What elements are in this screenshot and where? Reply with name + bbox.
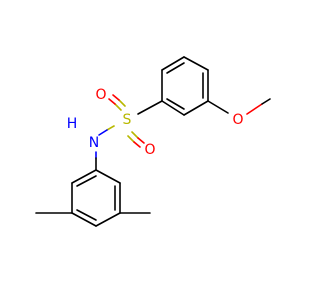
nitrogen-atom: N: [89, 135, 99, 151]
double-bond-inner: [166, 98, 185, 110]
double-bond: [114, 103, 122, 111]
bond: [183, 56, 209, 71]
double-bond: [133, 141, 141, 148]
bond: [71, 169, 97, 184]
bond: [183, 100, 209, 116]
bond: [246, 103, 263, 115]
double-bond-inner: [76, 175, 97, 187]
double-bond-inner: [76, 209, 97, 221]
methoxybenzene-ring: [161, 56, 209, 116]
double-bond: [127, 135, 135, 143]
bond: [98, 129, 108, 136]
methyl-bond: [261, 98, 271, 105]
oxygen-atom-top: O: [95, 87, 106, 103]
bond: [161, 100, 185, 116]
oxygen-atom-methoxy: O: [232, 112, 243, 128]
bond: [95, 212, 121, 227]
bond: [71, 212, 97, 227]
structure-svg: S O O O N H: [35, 56, 271, 227]
molecule-diagram: S O O O N H: [35, 56, 271, 227]
hydrogen-atom: H: [67, 116, 78, 132]
double-bond: [118, 99, 126, 107]
double-bond: [112, 94, 120, 101]
sulfur-atom: S: [123, 112, 132, 128]
double-bond-inner: [166, 62, 185, 74]
bond: [161, 56, 185, 71]
double-bond: [108, 98, 116, 105]
double-bond: [137, 137, 145, 144]
double-bond: [131, 131, 139, 139]
bond: [95, 169, 121, 184]
bond: [137, 100, 163, 115]
dimethylphenyl-ring: [71, 169, 121, 227]
bond: [106, 125, 115, 131]
oxygen-atom-bottom: O: [144, 142, 155, 158]
bond: [207, 100, 229, 114]
